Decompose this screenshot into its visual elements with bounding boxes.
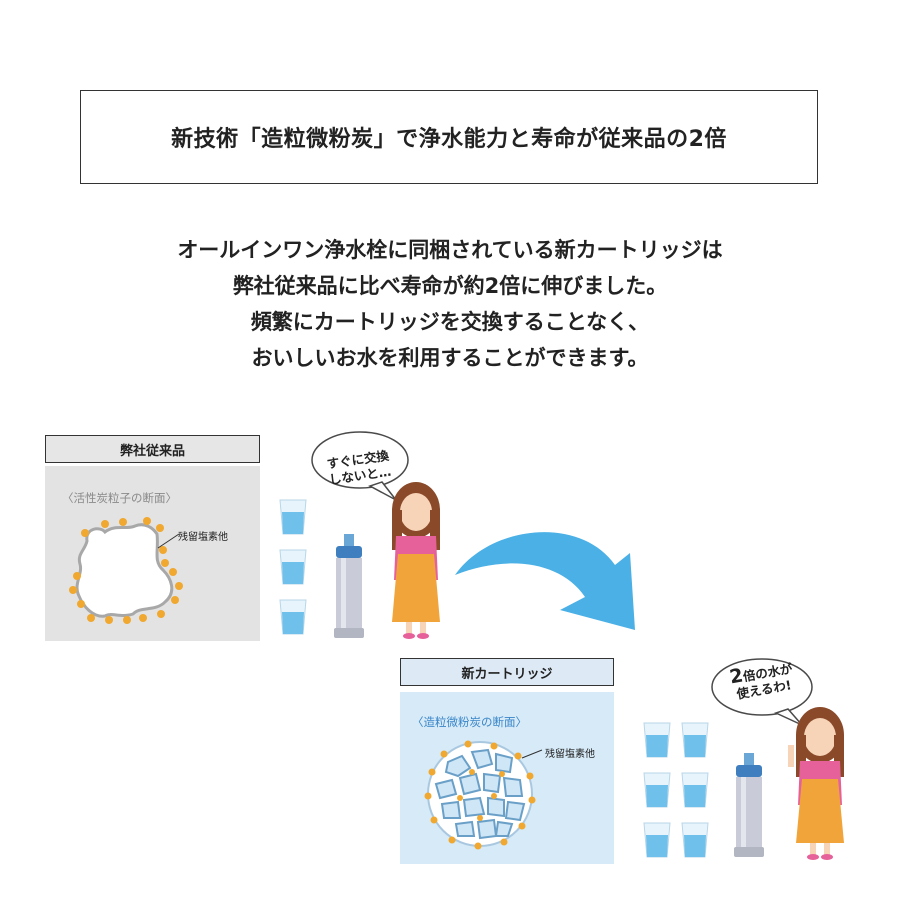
old-product-label: 弊社従来品 (45, 435, 260, 463)
old-scene (279, 431, 440, 639)
activated-carbon-particle (75, 523, 174, 618)
water-filter-cartridge-icon (734, 753, 764, 857)
description-line: おいしいお水を利用することができます。 (251, 346, 649, 370)
new-scene (643, 658, 844, 860)
residue-dots (69, 517, 183, 624)
new-particle-caption: 〈造粒微粉炭の断面〉 (412, 715, 527, 729)
water-glass-icon (279, 499, 307, 535)
water-glass-icon (279, 599, 307, 635)
new-particle-diagram (424, 740, 543, 850)
description-line: 頻繁にカートリッジを交換することなく、 (250, 310, 650, 334)
water-glass-icon (643, 772, 671, 808)
description-line: 弊社従来品に比べ寿命が約2倍に伸びました。 (232, 274, 668, 298)
water-glass-icon (643, 822, 671, 858)
woman-happy-icon (788, 707, 844, 860)
curved-arrow-icon (455, 532, 635, 630)
old-particle-caption: 〈活性炭粒子の断面〉 (62, 491, 177, 505)
description-line: オールインワン浄水栓に同梱されている新カートリッジは (177, 238, 723, 262)
new-residue-label: 残留塩素他 (545, 749, 595, 760)
speech-bubble-icon (711, 658, 813, 726)
old-particle-panel (45, 466, 260, 641)
new-product-label: 新カートリッジ (400, 658, 614, 686)
water-filter-cartridge-icon (334, 534, 364, 638)
old-particle-diagram (69, 517, 183, 624)
title-box: 新技術「造粒微粉炭」で浄水能力と寿命が従来品の2倍 (80, 90, 818, 184)
water-glass-icon (643, 722, 671, 758)
water-glass-icon (681, 772, 709, 808)
residue-dots (424, 740, 536, 850)
water-glass-icon (279, 549, 307, 585)
page-title: 新技術「造粒微粉炭」で浄水能力と寿命が従来品の2倍 (171, 127, 727, 152)
new-particle-panel (400, 692, 614, 864)
old-residue-label: 残留塩素他 (178, 532, 228, 543)
woman-worried-icon (392, 482, 440, 639)
water-glass-icon (681, 822, 709, 858)
granulated-carbon-particles (434, 748, 526, 840)
water-glass-icon (681, 722, 709, 758)
speech-bubble-icon (311, 431, 409, 501)
description: オールインワン浄水栓に同梱されている新カートリッジは 弊社従来品に比べ寿命が約2… (0, 232, 900, 376)
